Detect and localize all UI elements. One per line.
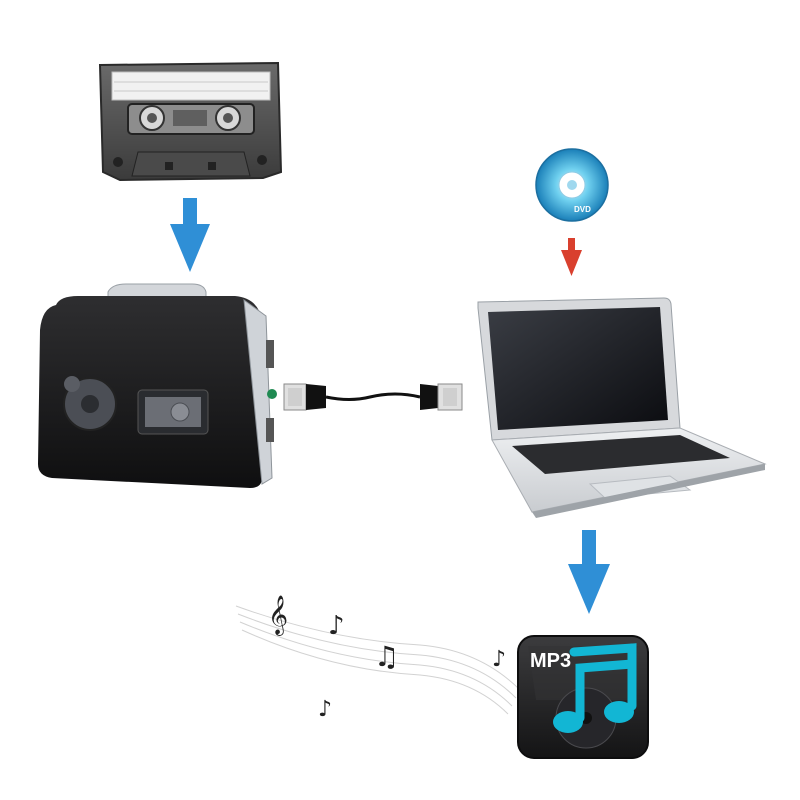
mp3-file-icon: MP3 (517, 635, 649, 759)
music-waves-decoration (235, 605, 521, 715)
dvd-label: DVD (574, 205, 591, 214)
usb-cable (283, 383, 463, 411)
treble-clef-icon: 𝄞 (268, 595, 288, 636)
cassette-converter-device (38, 283, 277, 488)
mp3-label: MP3 (530, 650, 571, 672)
arrow-down-icon (568, 530, 610, 614)
arrow-down-icon (561, 238, 582, 276)
dvd-disc-icon: DVD (535, 148, 609, 222)
arrow-down-icon (170, 198, 210, 272)
cassette-tape-icon (98, 61, 283, 182)
music-note-icon: ♪ (492, 647, 506, 672)
laptop-icon (477, 297, 767, 518)
music-note-icon: ♫ (374, 640, 399, 673)
music-note-icon: ♪ (318, 697, 332, 722)
music-note-icon: ♪ (328, 611, 345, 641)
